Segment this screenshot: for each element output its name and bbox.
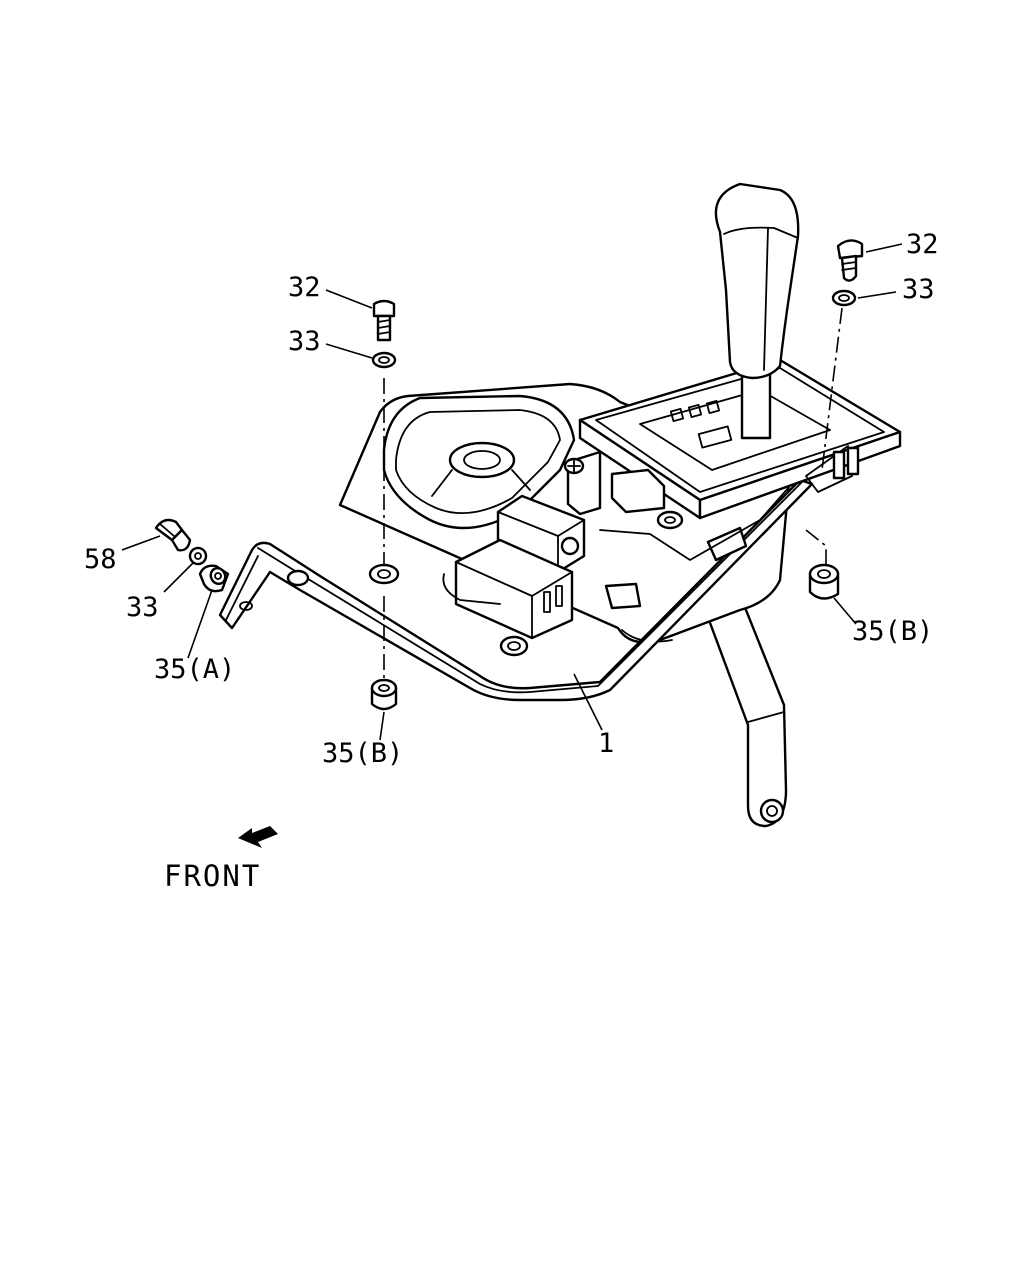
washer-left [371, 351, 397, 369]
bushing-b-left [370, 678, 398, 711]
bolt-left [372, 299, 396, 342]
shift-lever [714, 182, 800, 440]
callout-bushing-b-left: 35(B) [322, 738, 403, 769]
base-plate [218, 477, 814, 702]
bolt-right [836, 239, 864, 282]
callout-washer-right: 33 [902, 274, 935, 305]
callout-bolt-right: 32 [906, 229, 939, 260]
washer-side [188, 546, 208, 566]
callout-assembly: 1 [598, 728, 614, 759]
bushing-a [198, 564, 230, 593]
shift-link-arm [704, 598, 788, 828]
callout-labels: 32 33 32 33 58 33 35(A) 35(B) 35(B) 1 [84, 229, 939, 769]
solenoid-unit [442, 494, 586, 640]
callout-bushing-a: 35(A) [154, 654, 235, 685]
indicator-panel [578, 358, 902, 520]
front-direction-indicator: FRONT [164, 826, 278, 893]
callout-washer-side: 33 [126, 592, 159, 623]
shift-boot [382, 394, 576, 530]
callout-screw: 58 [84, 544, 117, 575]
callout-bolt-left: 32 [288, 272, 321, 303]
callout-washer-left: 33 [288, 326, 321, 357]
bushing-plate-left [368, 563, 400, 585]
washer-right [831, 289, 857, 307]
alignment-lines [383, 307, 843, 680]
mounting-brackets [563, 450, 791, 610]
leader-lines [121, 243, 903, 741]
screw [154, 518, 192, 552]
front-arrow-icon [238, 826, 278, 848]
callout-bushing-b-right: 35(B) [852, 616, 933, 647]
bushing-b-right [808, 563, 840, 600]
front-label: FRONT [164, 859, 261, 893]
